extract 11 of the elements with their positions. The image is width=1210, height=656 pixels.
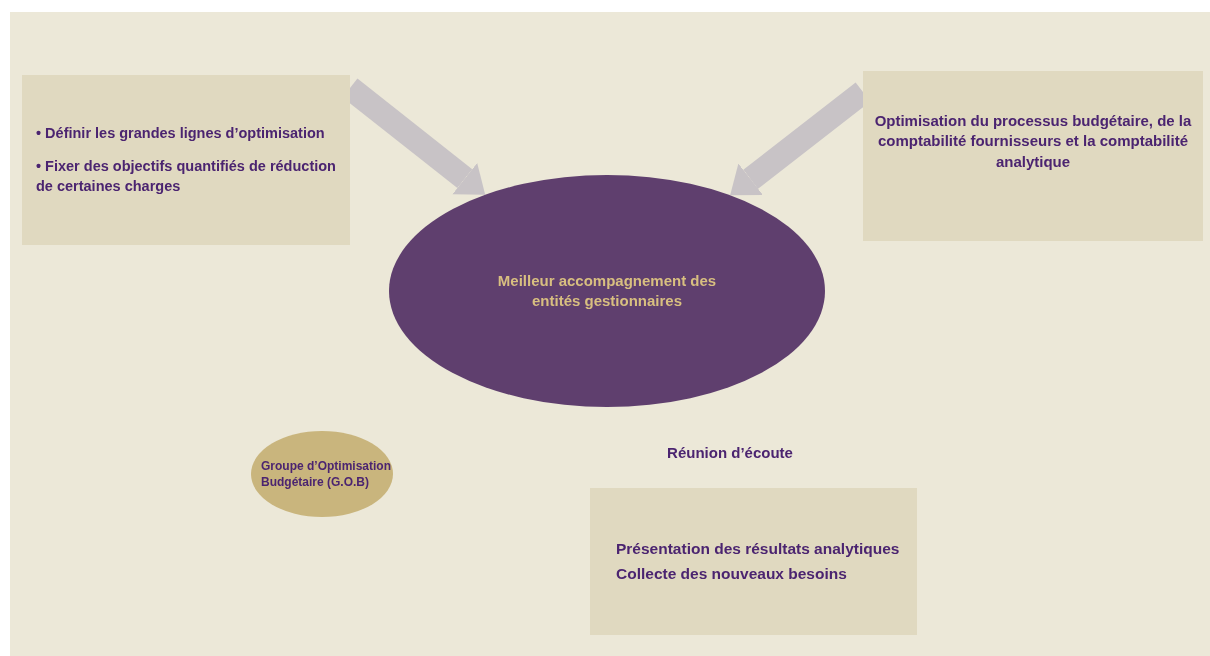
text-box — [590, 488, 917, 635]
text-box — [22, 75, 350, 245]
heading-text: Réunion d’écoute — [667, 444, 793, 461]
node-text: Groupe d’Optimisation Budgétaire (G.O.B) — [261, 457, 392, 491]
node-text: Optimisation du processus budgétaire, de la comptabilité fournisseurs et la comptabilité analytique — [873, 111, 1193, 172]
node-text: • Définir les grandes lignes d’optimisation — [36, 123, 326, 143]
node-text: • Fixer des objectifs quantifiés de réduction de certaines charges — [36, 157, 337, 196]
node-text: Présentation des résultats analytiques — [616, 538, 901, 559]
node-text: Meilleur accompagnement des entités gestionnaires — [496, 270, 718, 311]
node-text: Collecte des nouveaux besoins — [616, 563, 848, 584]
text-box — [863, 71, 1203, 241]
